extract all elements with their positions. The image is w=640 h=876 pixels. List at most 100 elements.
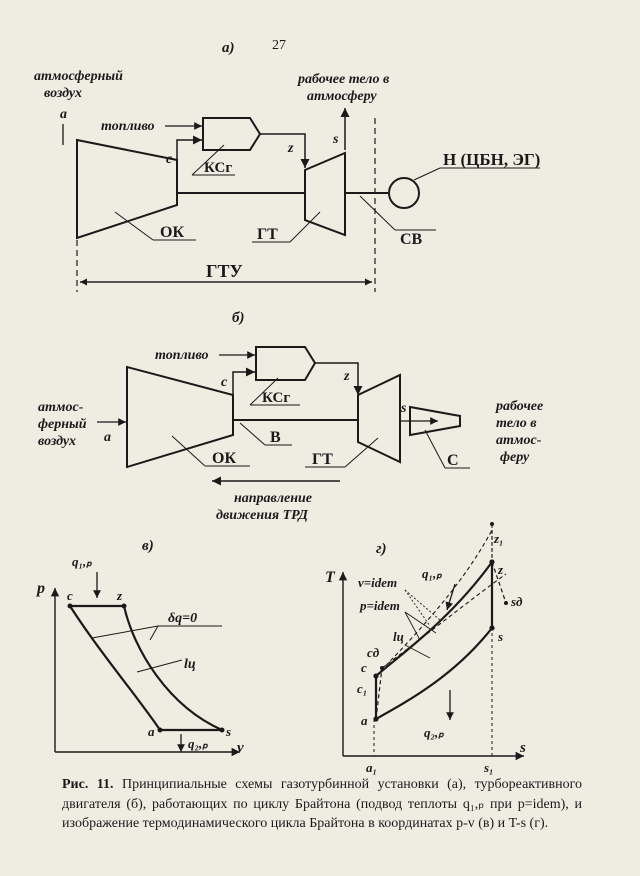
compressor-to-combustor-b — [232, 367, 255, 400]
ts-point-a — [373, 716, 379, 722]
ts-work-leader — [404, 644, 431, 659]
pv-point-s — [219, 727, 225, 733]
pv-pt-a: a — [148, 724, 155, 739]
combustor-to-turbine-b — [315, 362, 363, 395]
pv-pt-s: s — [225, 724, 231, 739]
turbine — [304, 151, 346, 237]
turbine-b — [357, 373, 401, 464]
ts-v-leader-1 — [404, 589, 431, 627]
combustor-leader-b — [249, 377, 279, 406]
load-leader — [413, 167, 441, 181]
fuel-label: топливо — [101, 119, 155, 134]
point-z-label-b: z — [343, 369, 350, 384]
point-s-label-b: s — [400, 401, 407, 416]
ts-pt-a: a — [361, 713, 368, 728]
pv-heat-in-label: q₁,ₚ — [72, 554, 92, 569]
pv-point-z — [121, 603, 127, 609]
point-c-label-b: c — [221, 375, 228, 390]
pv-adiabatic-leader-1 — [91, 625, 159, 639]
ts-x-label: s — [519, 740, 526, 756]
panel-a-gas-turbine-unit: а) атмосферный воздух a топливо c z рабо… — [34, 40, 540, 292]
page-number: 27 — [272, 38, 286, 53]
compressor-to-combustor — [176, 135, 202, 175]
air-inlet-label-1: атмосферный — [34, 69, 123, 84]
load-label: Н (ЦБН, ЭГ) — [443, 150, 540, 169]
compressor — [76, 138, 178, 240]
ts-tick-a1: a₁ — [366, 760, 377, 775]
unit-label: ГТУ — [206, 261, 243, 281]
panel-g-label: г) — [376, 541, 387, 557]
ts-real-expansion — [491, 561, 507, 604]
panel-b-turbojet: б) топливо c z КСг атмос- ферный воздух … — [38, 310, 543, 523]
direction-label-1: направление — [234, 491, 312, 506]
pv-work-label: lц — [184, 657, 196, 672]
turbine-label: ГТ — [257, 226, 278, 243]
air-label-b-1: атмос- — [38, 400, 84, 415]
combustor-label-b: КСг — [262, 390, 290, 406]
ts-point-s — [489, 625, 495, 631]
caption-text: Принципиальные схемы газотурбинной устан… — [62, 777, 583, 831]
air-inlet-label-2: воздух — [44, 86, 82, 101]
combustor — [202, 117, 262, 151]
combustor-b — [255, 346, 317, 381]
point-c-label: c — [166, 152, 173, 167]
ts-tick-s1: s₁ — [483, 760, 494, 775]
ts-pt-z: z — [497, 562, 504, 577]
ts-p-idem-curve — [381, 573, 507, 669]
ts-heat-addition-curve — [375, 561, 493, 677]
output-label-2: тело в — [496, 416, 537, 431]
ts-p-idem-label: p=idem — [359, 598, 400, 613]
exhaust-label-1: рабочее тело в — [297, 72, 390, 87]
combustor-to-turbine — [260, 133, 310, 168]
pv-pt-c: c — [67, 588, 73, 603]
turbine-leader — [289, 211, 321, 243]
panel-v-pv-diagram: в) p v c z a s q₁,ₚ q₂,ₚ δq=0 lц — [35, 538, 244, 757]
turbine-leader-b — [344, 437, 379, 468]
shaft-label-b: В — [270, 429, 281, 446]
nozzle — [409, 405, 461, 437]
pv-x-label: v — [237, 740, 244, 756]
fuel-label-b: топливо — [155, 348, 209, 363]
shaft-leader — [359, 195, 396, 231]
ts-p-leader-2 — [404, 611, 437, 634]
pv-pt-z: z — [116, 588, 123, 603]
ts-point-c — [373, 673, 379, 679]
output-label-1: рабочее — [495, 399, 543, 414]
ts-heat-out-label: q₂,ₚ — [424, 725, 444, 740]
compressor-label-b: ОК — [212, 450, 236, 467]
pv-adiabatic-leader-2 — [149, 625, 159, 641]
ts-point-z1 — [490, 522, 494, 526]
ts-point-sd — [504, 601, 508, 605]
nozzle-leader — [424, 429, 446, 469]
ts-pt-cd: cд — [367, 645, 380, 660]
compressor-b — [126, 365, 234, 469]
compressor-leader-b — [171, 435, 206, 467]
ts-y-label: T — [325, 569, 336, 586]
ts-v-idem-curve — [375, 529, 493, 677]
nozzle-label: С — [447, 452, 459, 469]
shaft-leader-b — [239, 422, 266, 446]
point-a-label: a — [60, 107, 67, 122]
point-a-label-b: a — [104, 430, 111, 445]
compressor-leader — [114, 211, 154, 241]
pv-point-c — [67, 603, 73, 609]
pv-y-label: p — [35, 580, 45, 597]
compressor-label: ОК — [160, 224, 184, 241]
output-label-3: атмос- — [496, 433, 542, 448]
ts-p-leader-1 — [404, 611, 421, 641]
panel-a-label: а) — [222, 40, 235, 56]
panel-g-ts-diagram: г) T s a₁ s₁ z₁ z sд s cд c — [325, 522, 526, 775]
pv-heat-out-label: q₂,ₚ — [188, 736, 208, 751]
air-label-b-3: воздух — [38, 434, 76, 449]
combustor-label: КСг — [204, 160, 232, 176]
pv-adiabatic-label: δq=0 — [168, 611, 197, 626]
combustor-leader — [191, 144, 225, 176]
ts-pt-z1: z₁ — [493, 531, 504, 546]
ts-heat-rejection-curve — [375, 627, 493, 720]
ts-heat-in-label: q₁,ₚ — [422, 566, 442, 581]
panel-b-label: б) — [232, 310, 244, 326]
ts-point-cd — [380, 666, 384, 670]
figure-caption: Рис. 11. Принципиальные схемы газотурбин… — [62, 775, 582, 834]
ts-pt-c: c — [361, 660, 367, 675]
